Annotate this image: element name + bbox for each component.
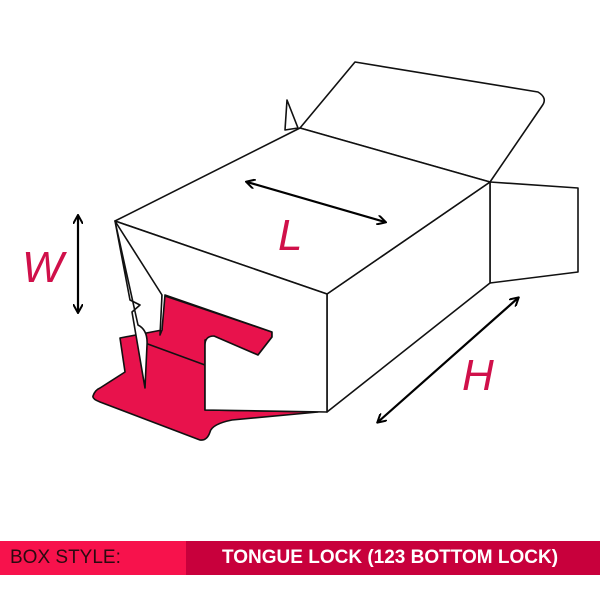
box-front-face — [114, 220, 328, 413]
box-dieline-diagram: W L H — [22, 61, 579, 441]
length-label: L — [278, 211, 302, 260]
tuck-flap — [114, 220, 148, 389]
dust-flap-back — [284, 99, 299, 131]
box-style-value: TONGUE LOCK (123 BOTTOM LOCK) — [186, 541, 600, 575]
length-arrow — [247, 182, 385, 222]
height-label: H — [462, 351, 494, 400]
side-flap — [489, 181, 579, 284]
width-label: W — [22, 243, 67, 292]
height-arrow — [378, 298, 518, 422]
box-style-banner: BOX STYLE: TONGUE LOCK (123 BOTTOM LOCK) — [0, 541, 600, 575]
bottom-lock-flaps — [92, 294, 319, 441]
box-style-label: BOX STYLE: — [0, 541, 186, 575]
top-lid-flap — [299, 61, 546, 183]
